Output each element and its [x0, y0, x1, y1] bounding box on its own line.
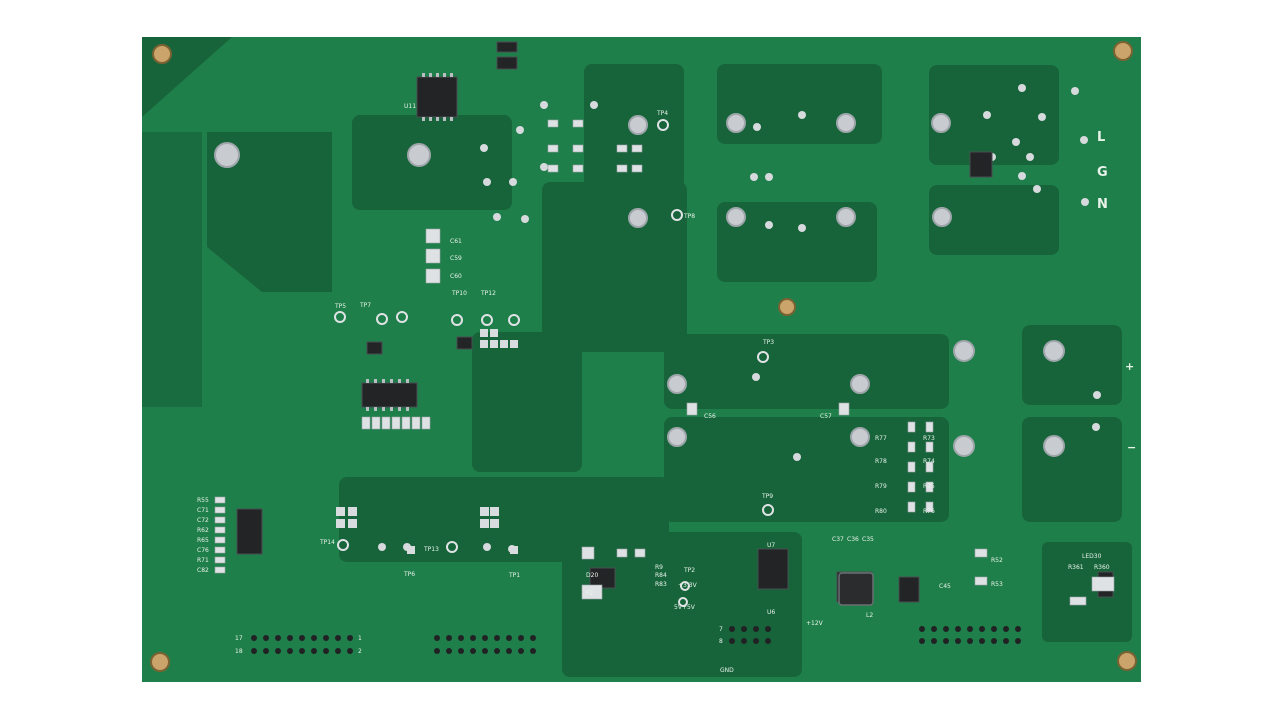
pcb-board: L G N + − TP5 TP7 TP10 TP12 TP4 TP8 TP3 … [142, 37, 1141, 682]
tp-label: TP1 [509, 572, 521, 579]
label-r52: R52 [991, 557, 1003, 564]
label-c60: C60 [450, 273, 462, 280]
label-l2: L2 [866, 612, 874, 619]
label-3v3: +3.3V [678, 582, 697, 589]
header-pin-label: 7 [719, 626, 723, 633]
label-line: L [1097, 130, 1106, 145]
tp-label: TP4 [657, 110, 669, 117]
label-c36: C36 [847, 536, 859, 543]
header-pin-label: 17 [235, 635, 243, 642]
label-ground: G [1097, 165, 1108, 180]
label-12v: +12V [806, 620, 823, 627]
label-r361: R361 [1068, 564, 1084, 571]
label-r55: R55 [197, 497, 209, 504]
label-r78: R78 [875, 458, 887, 465]
label-c56: C56 [704, 413, 716, 420]
label-r74: R74 [923, 458, 935, 465]
tp-label: TP12 [481, 290, 496, 297]
label-r80: R80 [875, 508, 887, 515]
label-r71: R71 [197, 557, 209, 564]
header-pin-label: 8 [719, 638, 723, 645]
label-f2: F2 [586, 590, 594, 597]
label-neutral: N [1097, 197, 1108, 212]
tp-label: TP13 [424, 546, 439, 553]
tp-label: TP10 [452, 290, 467, 297]
label-c37: C37 [832, 536, 844, 543]
label-c59: C59 [450, 255, 462, 262]
label-r75: R75 [923, 483, 935, 490]
tp-label: TP14 [320, 539, 335, 546]
tp-label: TP5 [335, 303, 347, 310]
label-r65: R65 [197, 537, 209, 544]
inductor [838, 572, 874, 606]
tp-label: TP8 [684, 213, 696, 220]
label-c71: C71 [197, 507, 209, 514]
label-d20: D20 [586, 572, 599, 579]
header-pin-label: 2 [358, 648, 362, 655]
label-c57: C57 [820, 413, 832, 420]
label-r84: R84 [655, 572, 667, 579]
label-r79: R79 [875, 483, 887, 490]
label-minus: − [1127, 441, 1137, 454]
tp-label: TP6 [404, 571, 416, 578]
label-u7: U7 [767, 542, 776, 549]
tp-label: TP2 [684, 567, 696, 574]
tp-label: TP7 [360, 302, 372, 309]
label-gnd: GND [720, 667, 734, 674]
header-pin-label: 18 [235, 648, 243, 655]
tp-label: TP9 [762, 493, 774, 500]
label-c76: C76 [197, 547, 209, 554]
label-u11: U11 [404, 103, 417, 110]
label-r62: R62 [197, 527, 209, 534]
label-c45: C45 [939, 583, 951, 590]
tp-label: TP3 [763, 339, 775, 346]
header-pin-label: 1 [358, 635, 362, 642]
label-c61: C61 [450, 238, 462, 245]
label-r53: R53 [991, 581, 1003, 588]
label-c72: C72 [197, 517, 209, 524]
label-plus: + [1125, 360, 1135, 373]
label-r9: R9 [655, 564, 663, 571]
label-r77: R77 [875, 435, 887, 442]
label-r360: R360 [1094, 564, 1110, 571]
label-u6: U6 [767, 609, 776, 616]
pcb-artwork [142, 37, 1137, 677]
label-5v: 5V+5V [674, 604, 695, 611]
label-c82: C82 [197, 567, 209, 574]
label-r73: R73 [923, 435, 935, 442]
label-led30: LED30 [1082, 553, 1102, 560]
label-c35: C35 [862, 536, 874, 543]
label-r76: R76 [923, 508, 935, 515]
label-r83: R83 [655, 581, 667, 588]
mounting-holes [150, 41, 1137, 672]
